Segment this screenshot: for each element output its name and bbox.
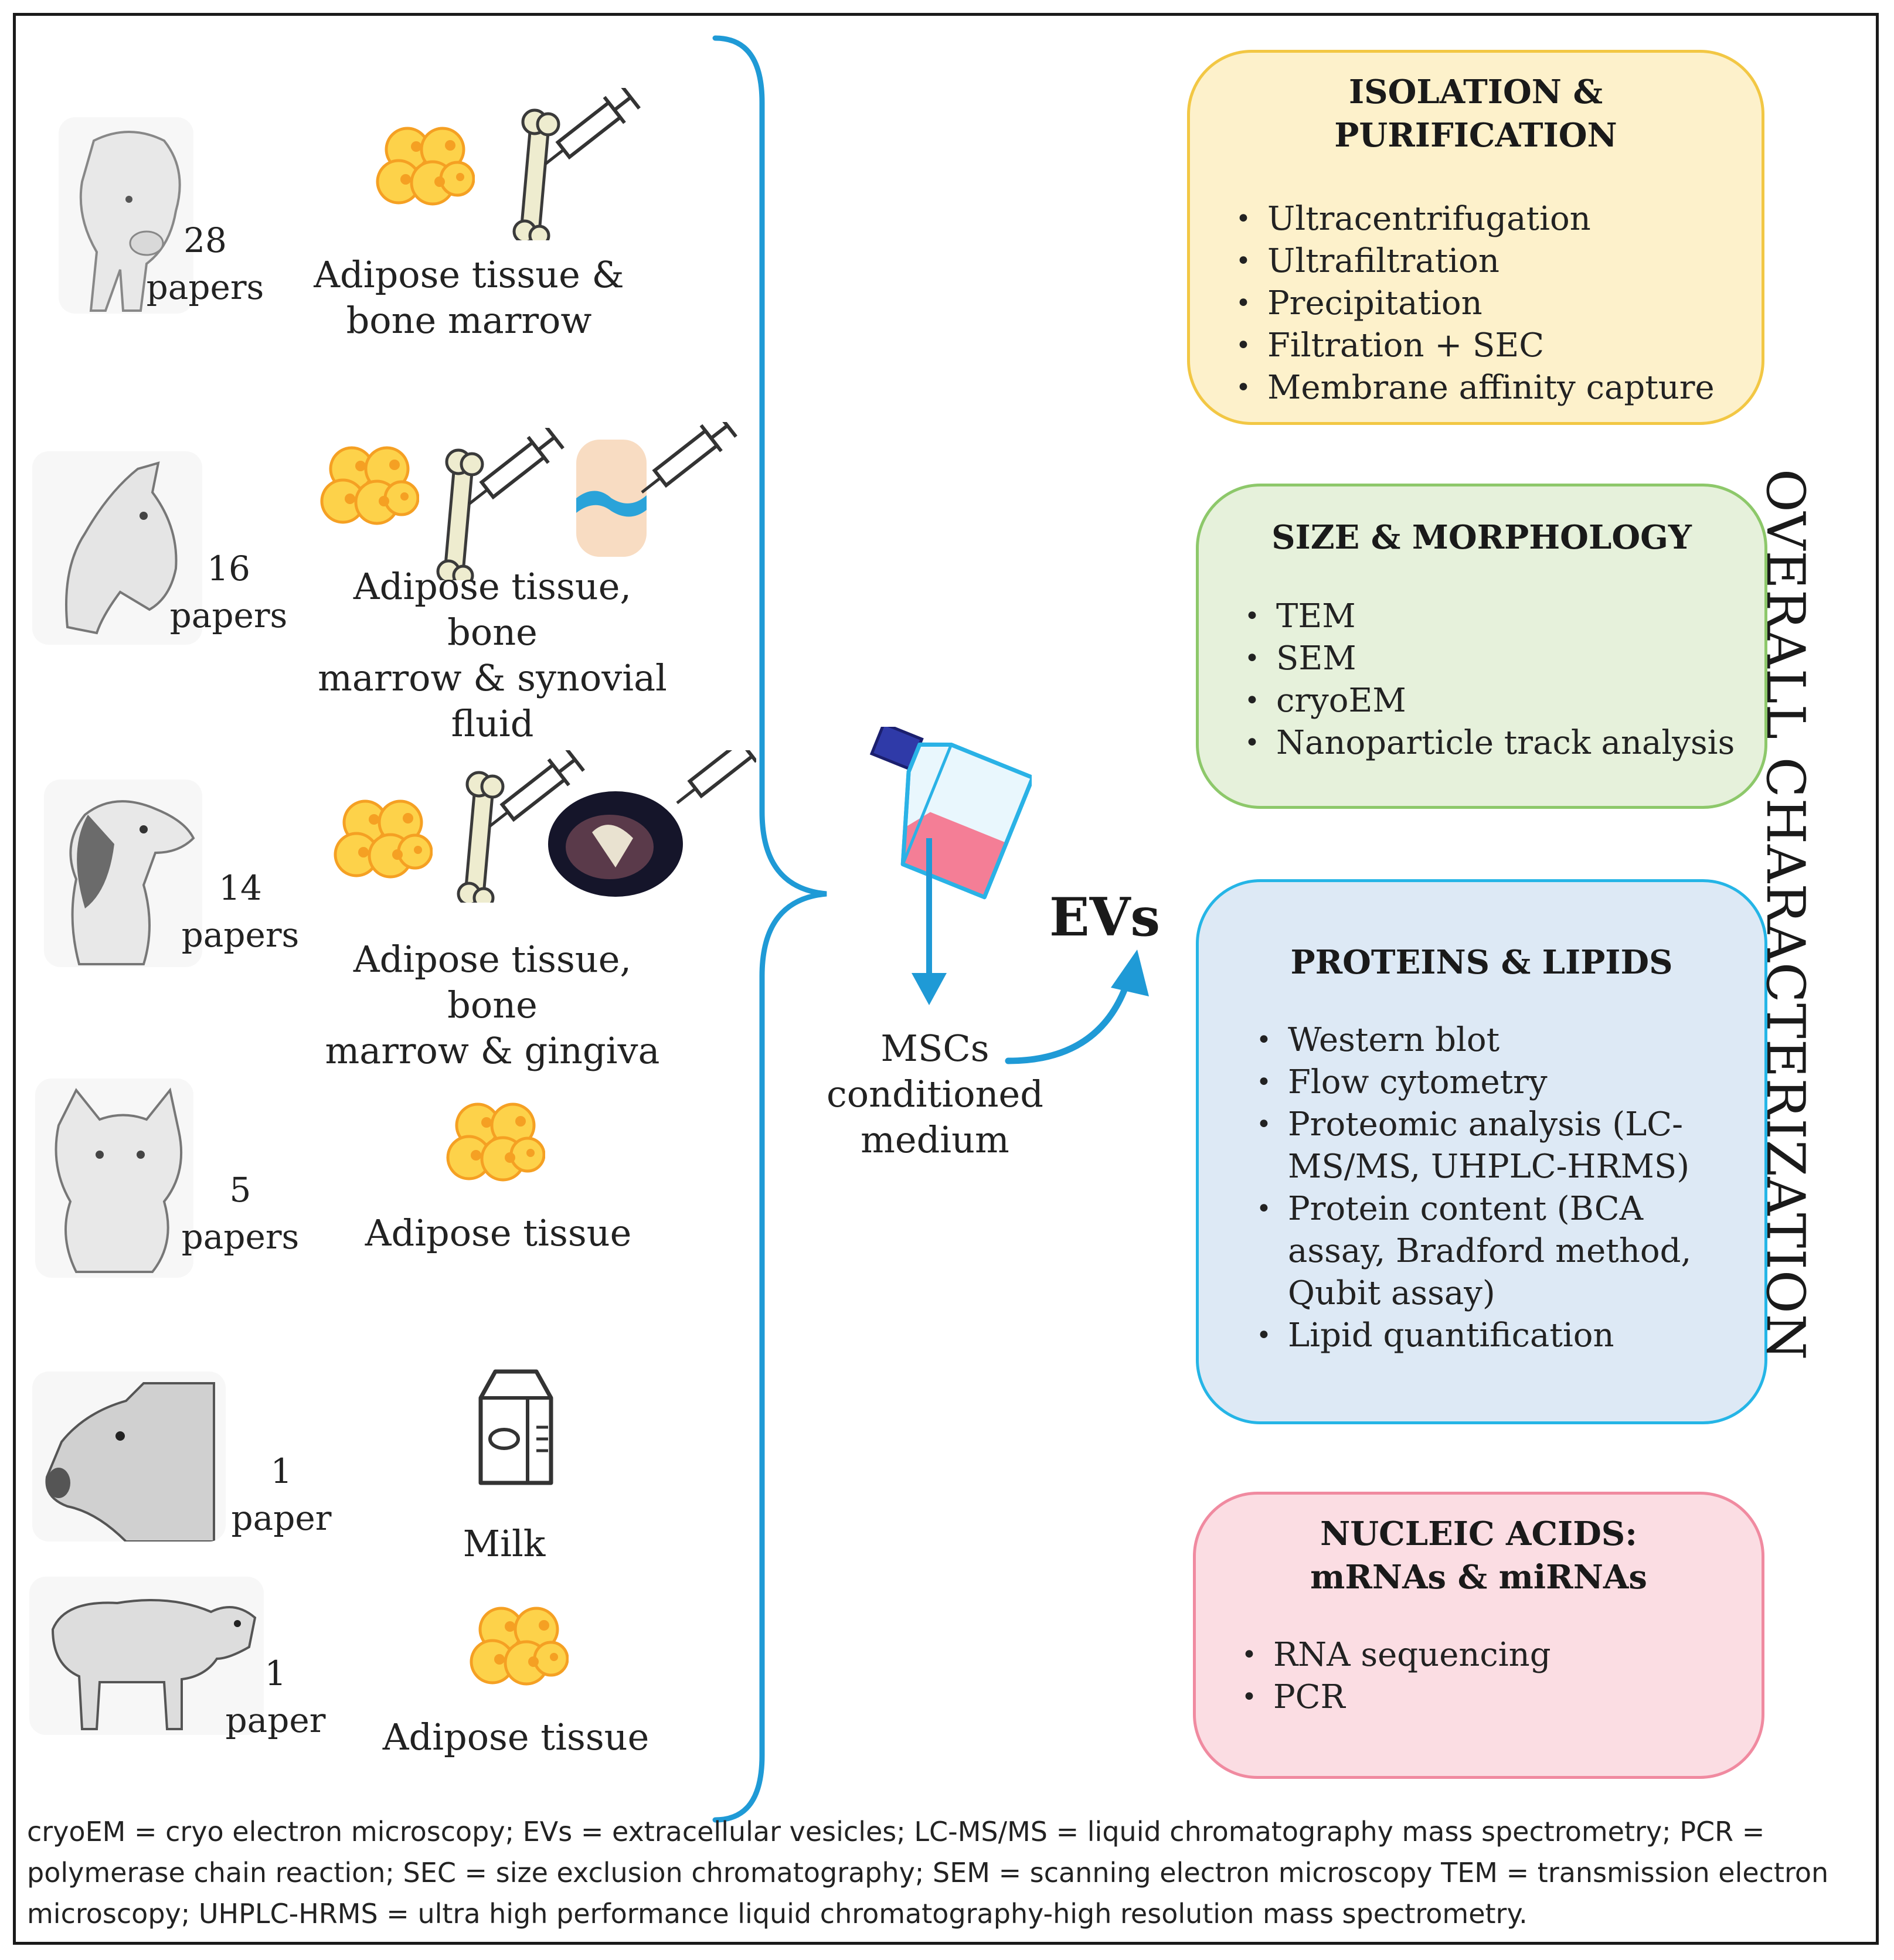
list-item: PCR bbox=[1225, 1676, 1762, 1719]
list-item: Western blot bbox=[1240, 1019, 1764, 1061]
proteins-card: PROTEINS & LIPIDS Western blot Flow cyto… bbox=[1196, 879, 1767, 1424]
evs-label: EVs bbox=[1049, 886, 1161, 948]
list-item: Nanoparticle track analysis bbox=[1228, 722, 1764, 764]
grouping-brace bbox=[712, 35, 827, 1823]
isolation-title: ISOLATION & bbox=[1348, 73, 1603, 111]
size-title: SIZE & MORPHOLOGY bbox=[1271, 518, 1692, 557]
milk-carton-icon bbox=[478, 1369, 553, 1485]
adipose-icon bbox=[334, 799, 433, 879]
abbreviations-footnote: cryoEM = cryo electron microscopy; EVs =… bbox=[27, 1816, 1829, 1930]
proteins-list: Western blot Flow cytometry Proteomic an… bbox=[1240, 1019, 1764, 1357]
nucleic-list: RNA sequencing PCR bbox=[1225, 1634, 1762, 1719]
bone-syringe-icon bbox=[457, 750, 585, 903]
isolation-card: ISOLATION & PURIFICATION Ultracentrifuga… bbox=[1187, 50, 1764, 425]
culture-flask-icon bbox=[869, 727, 1032, 900]
adipose-icon bbox=[376, 127, 475, 206]
list-item: cryoEM bbox=[1228, 680, 1764, 722]
adipose-icon bbox=[470, 1607, 569, 1686]
size-list: TEM SEM cryoEM Nanoparticle track analys… bbox=[1228, 596, 1764, 764]
adipose-icon bbox=[446, 1102, 545, 1182]
list-item: Ultrafiltration bbox=[1219, 240, 1762, 283]
pig-drawing bbox=[59, 117, 193, 314]
bone-syringe-icon bbox=[436, 428, 565, 580]
horse-drawing bbox=[32, 451, 202, 645]
cat-drawing bbox=[35, 1078, 193, 1278]
tissue-label-cat: Adipose tissue bbox=[365, 1212, 632, 1254]
down-arrow bbox=[912, 838, 947, 1005]
adipose-icon bbox=[320, 446, 419, 525]
list-item: TEM bbox=[1228, 596, 1764, 638]
list-item: SEM bbox=[1228, 638, 1764, 680]
proteins-title: PROTEINS & LIPIDS bbox=[1290, 943, 1673, 982]
curved-arrow bbox=[1005, 950, 1149, 1064]
list-item: Membrane affinity capture bbox=[1219, 367, 1762, 409]
bone-syringe-icon bbox=[512, 88, 641, 240]
list-item: Proteomic analysis (LC-MS/MS, UHPLC-HRMS… bbox=[1240, 1104, 1764, 1188]
list-item: Filtration + SEC bbox=[1219, 325, 1762, 367]
dog-drawing bbox=[44, 780, 202, 967]
nucleic-title: NUCLEIC ACIDS: bbox=[1320, 1515, 1637, 1553]
overall-characterization-title: OVERALL CHARACTERIZATION bbox=[1754, 469, 1816, 1361]
list-item: Ultracentrifugation bbox=[1219, 198, 1762, 240]
size-card: SIZE & MORPHOLOGY TEM SEM cryoEM Nanopar… bbox=[1196, 484, 1767, 809]
gingiva-syringe-icon bbox=[548, 750, 756, 897]
list-item: RNA sequencing bbox=[1225, 1634, 1762, 1676]
isolation-list: Ultracentrifugation Ultrafiltration Prec… bbox=[1219, 198, 1762, 409]
sheep-drawing bbox=[29, 1577, 264, 1735]
nucleic-card: NUCLEIC ACIDS: mRNAs & miRNAs RNA sequen… bbox=[1193, 1492, 1764, 1779]
tissue-label-sheep: Adipose tissue bbox=[382, 1716, 650, 1758]
list-item: Lipid quantification bbox=[1240, 1315, 1764, 1357]
tissue-label-cow: Milk bbox=[463, 1522, 546, 1565]
cow-drawing bbox=[32, 1372, 226, 1542]
joint-syringe-icon bbox=[576, 422, 737, 557]
list-item: Precipitation bbox=[1219, 283, 1762, 325]
list-item: Flow cytometry bbox=[1240, 1061, 1764, 1104]
tissue-label-pig: Adipose tissue &bone marrow bbox=[314, 253, 624, 342]
figure-frame bbox=[13, 13, 1879, 1945]
